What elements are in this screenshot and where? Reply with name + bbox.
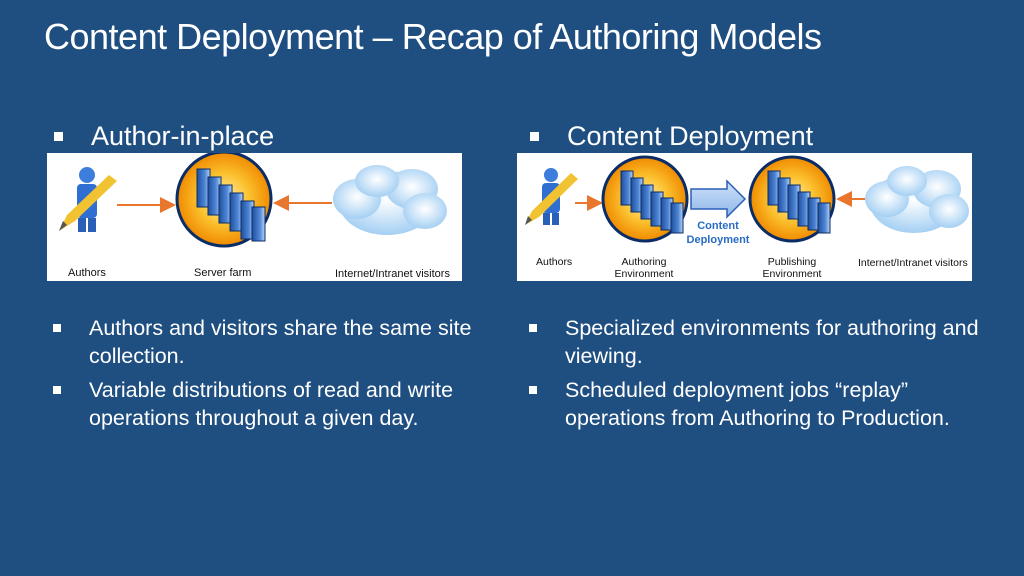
server-farm-icon	[175, 153, 273, 248]
bullet-square-icon	[530, 132, 539, 141]
cloud-icon	[865, 166, 969, 233]
right-column-heading: Content Deployment	[530, 121, 813, 152]
visitors-label: Internet/Intranet visitors	[335, 268, 450, 280]
right-bullet-list: Specialized environments for authoring a…	[523, 314, 983, 438]
publishing-environment-label-line1: Publishing	[768, 256, 817, 268]
cloud-icon	[333, 165, 447, 235]
bullet-square-icon	[53, 324, 61, 332]
bullet-square-icon	[529, 324, 537, 332]
bullet-square-icon	[54, 132, 63, 141]
list-item: Authors and visitors share the same site…	[47, 314, 487, 370]
author-in-place-heading: Author-in-place	[91, 121, 275, 151]
slide-title: Content Deployment – Recap of Authoring …	[44, 16, 822, 57]
content-deployment-diagram: Content Deployment Authors Authoring Env…	[517, 153, 972, 281]
authoring-environment-label-line1: Authoring	[622, 256, 667, 268]
left-bullet-list: Authors and visitors share the same site…	[47, 314, 487, 438]
deployment-arrow-icon	[690, 179, 747, 219]
left-column-heading: Author-in-place	[54, 121, 274, 152]
list-item: Specialized environments for authoring a…	[523, 314, 983, 370]
authoring-environment-label-line2: Environment	[615, 268, 674, 280]
publishing-server-icon	[748, 155, 836, 243]
visitors-label: Internet/Intranet visitors	[858, 257, 968, 269]
author-figure-icon	[59, 167, 117, 232]
content-deployment-label-line1: Content	[697, 220, 739, 232]
authors-label: Authors	[68, 267, 106, 279]
author-figure-icon	[525, 168, 578, 225]
content-deployment-label-line2: Deployment	[687, 234, 750, 246]
authoring-server-icon	[601, 155, 689, 243]
server-farm-label: Server farm	[194, 267, 251, 279]
list-item: Variable distributions of read and write…	[47, 376, 487, 432]
content-deployment-heading: Content Deployment	[567, 121, 814, 151]
authors-label: Authors	[536, 256, 572, 268]
publishing-environment-label-line2: Environment	[763, 268, 822, 280]
bullet-square-icon	[529, 386, 537, 394]
list-item: Scheduled deployment jobs “replay” opera…	[523, 376, 983, 432]
bullet-square-icon	[53, 386, 61, 394]
author-in-place-diagram: Authors Server farm Internet/Intranet vi…	[47, 153, 462, 281]
